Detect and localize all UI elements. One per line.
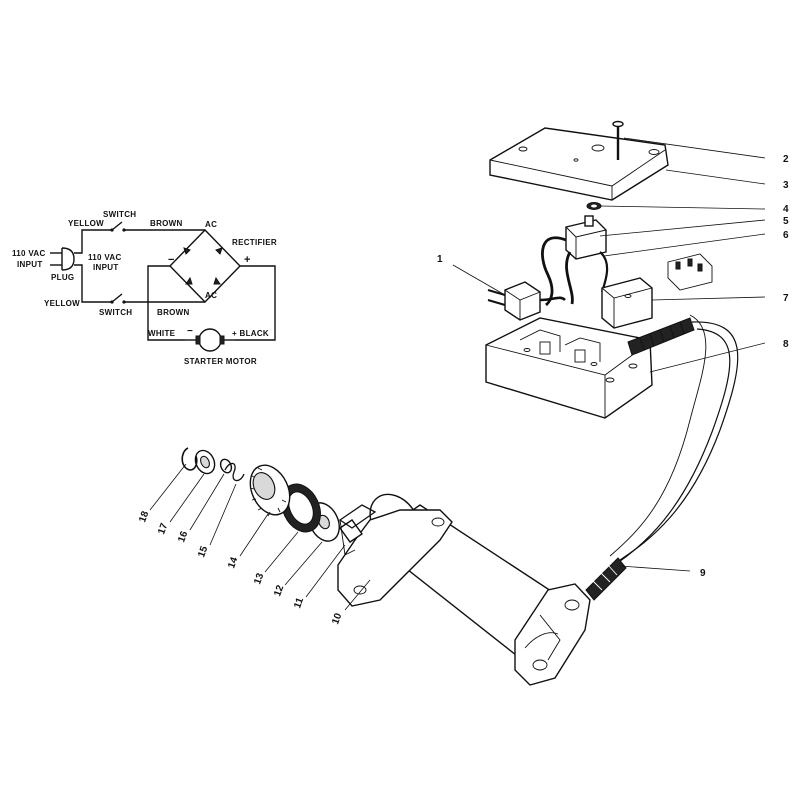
callout-14: 14: [226, 555, 240, 570]
label-rectifier: RECTIFIER: [232, 238, 277, 247]
callout-10: 10: [330, 611, 344, 626]
label-brown-top: BROWN: [150, 219, 183, 228]
label-switch-bottom: SWITCH: [99, 308, 132, 317]
label-vac-input-mid-1: 110 VAC: [88, 253, 122, 262]
callout-6: 6: [783, 230, 789, 241]
power-plug: [487, 281, 566, 321]
callout-15: 15: [196, 544, 210, 559]
label-plus-black: + BLACK: [232, 329, 269, 338]
callout-8: 8: [783, 339, 789, 350]
starter-motor: [337, 493, 591, 686]
callout-17: 17: [156, 521, 170, 536]
label-vac-input-left-2: INPUT: [17, 260, 43, 269]
callout-13: 13: [252, 571, 266, 586]
label-ac-bottom: AC: [205, 291, 217, 300]
callout-numbers: 2 3 4 5 6 7 8 9 1 10 11 12 13 14 15 16 1…: [137, 154, 789, 626]
label-plug: PLUG: [51, 273, 74, 282]
plug-symbol: [61, 247, 75, 271]
label-vac-input-left-1: 110 VAC: [12, 249, 46, 258]
callout-4: 4: [783, 204, 789, 215]
label-ac-top: AC: [205, 220, 217, 229]
switch-bottom-symbol: [111, 293, 123, 303]
wiring-schematic: YELLOW SWITCH BROWN AC RECTIFIER 110 VAC…: [12, 210, 277, 366]
callout-11: 11: [292, 596, 306, 610]
callout-18: 18: [137, 509, 151, 524]
callout-5: 5: [783, 216, 789, 227]
label-yellow-top: YELLOW: [68, 219, 104, 228]
switch-assembly: [541, 215, 609, 307]
callout-9: 9: [700, 568, 706, 579]
callout-16: 16: [176, 529, 190, 544]
switch-top-symbol: [111, 221, 123, 231]
label-brown-bottom: BROWN: [157, 308, 190, 317]
starter-motor-symbol: [198, 328, 222, 352]
power-cable: [585, 314, 739, 601]
label-white: WHITE: [148, 329, 176, 338]
drive-assembly: [181, 447, 377, 556]
cover-screw: [612, 120, 624, 160]
label-minus-motor: −: [187, 326, 193, 337]
bridge-rectifier: [169, 228, 241, 304]
label-vac-input-mid-2: INPUT: [93, 263, 119, 272]
rectifier-block: [601, 253, 713, 329]
label-yellow-bottom: YELLOW: [44, 299, 80, 308]
callout-12: 12: [272, 583, 286, 598]
label-minus: −: [168, 254, 175, 266]
callout-2: 2: [783, 154, 789, 165]
label-plus: +: [244, 254, 251, 266]
leader-lines: [149, 137, 766, 611]
label-switch-top: SWITCH: [103, 210, 136, 219]
label-starter-motor: STARTER MOTOR: [184, 357, 257, 366]
callout-1: 1: [437, 254, 443, 265]
callout-7: 7: [783, 293, 789, 304]
control-box-base: [485, 317, 695, 419]
control-box-cover: [489, 127, 669, 201]
callout-3: 3: [783, 180, 789, 191]
